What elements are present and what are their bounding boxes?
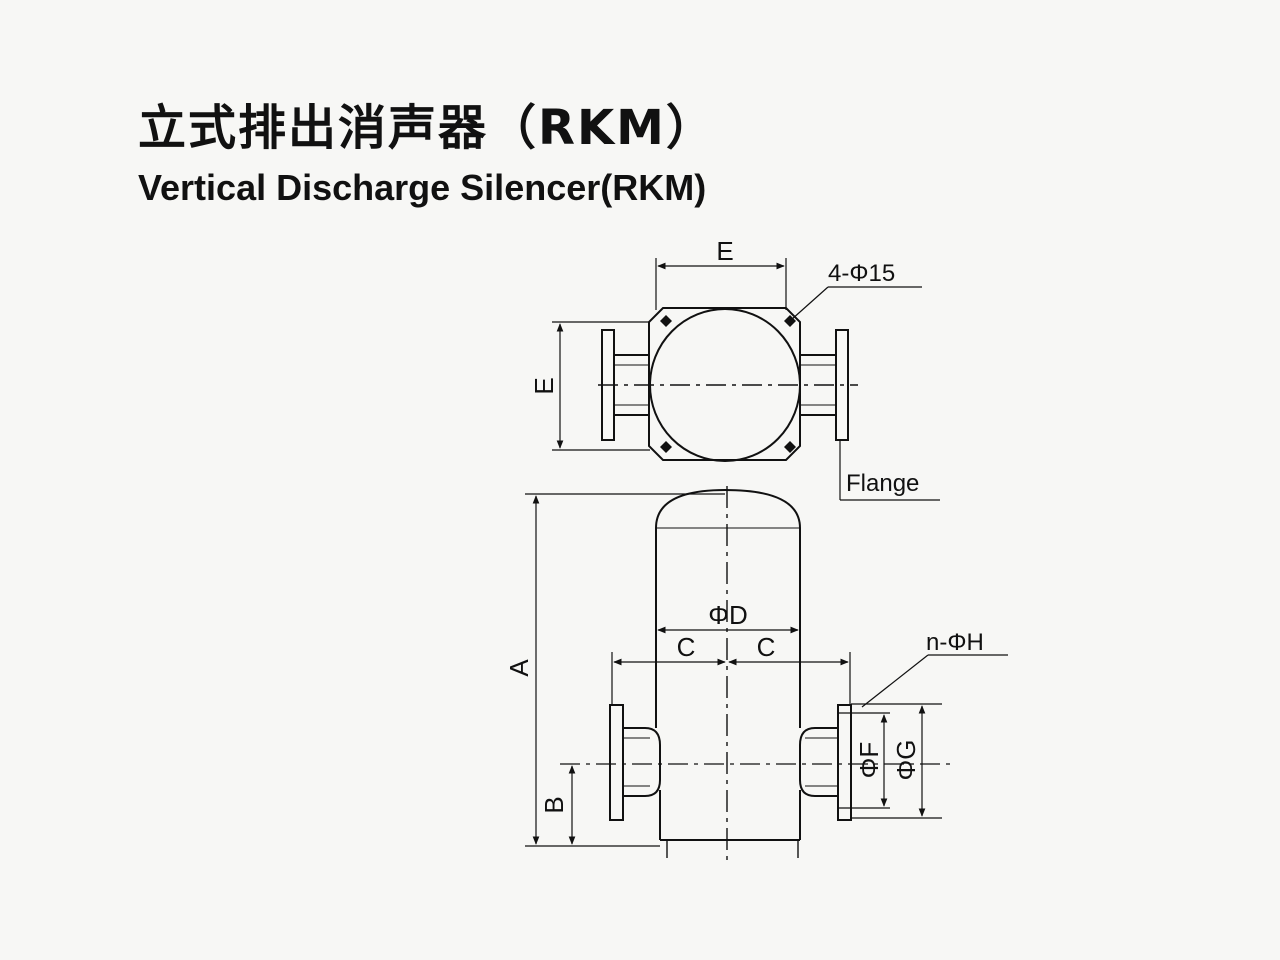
dimension-f-g <box>838 703 942 819</box>
offset-c-right-label: C <box>757 632 776 662</box>
front-view <box>525 486 1008 862</box>
offset-c-left-label: C <box>677 632 696 662</box>
silencer-body <box>655 488 801 728</box>
title-chinese: 立式排出消声器（RKM） <box>138 100 716 156</box>
bolt-hole-icon <box>660 315 796 453</box>
title-english: Vertical Discharge Silencer(RKM) <box>138 167 707 208</box>
dimension-c <box>611 652 851 705</box>
diameter-g-label: ΦG <box>891 740 921 781</box>
dimension-a <box>525 493 725 847</box>
dimension-e-left <box>552 321 650 451</box>
bolt-holes-label: 4-Φ15 <box>828 260 895 287</box>
height-b-label: B <box>539 796 569 813</box>
diameter-d-label: ΦD <box>708 600 748 630</box>
front-left-pipe <box>609 704 661 821</box>
flange-label: Flange <box>846 470 919 497</box>
flange-holes-label: n-ΦH <box>926 629 984 656</box>
front-right-pipe <box>799 704 852 821</box>
top-left-pipe <box>601 329 649 441</box>
dimension-e-top <box>655 258 787 310</box>
top-square-body <box>648 307 801 461</box>
top-right-pipe <box>800 329 849 441</box>
diameter-f-label: ΦF <box>854 742 884 779</box>
top-height-label: E <box>529 377 559 394</box>
top-right-flange <box>835 329 849 441</box>
bolt-hole-leader <box>790 286 829 321</box>
front-left-flange <box>609 704 624 821</box>
front-right-flange <box>837 704 852 821</box>
top-width-label: E <box>716 236 733 266</box>
top-view <box>552 258 940 501</box>
top-left-flange <box>601 329 615 441</box>
flange-holes-leader <box>861 654 929 708</box>
height-a-label: A <box>504 659 534 677</box>
